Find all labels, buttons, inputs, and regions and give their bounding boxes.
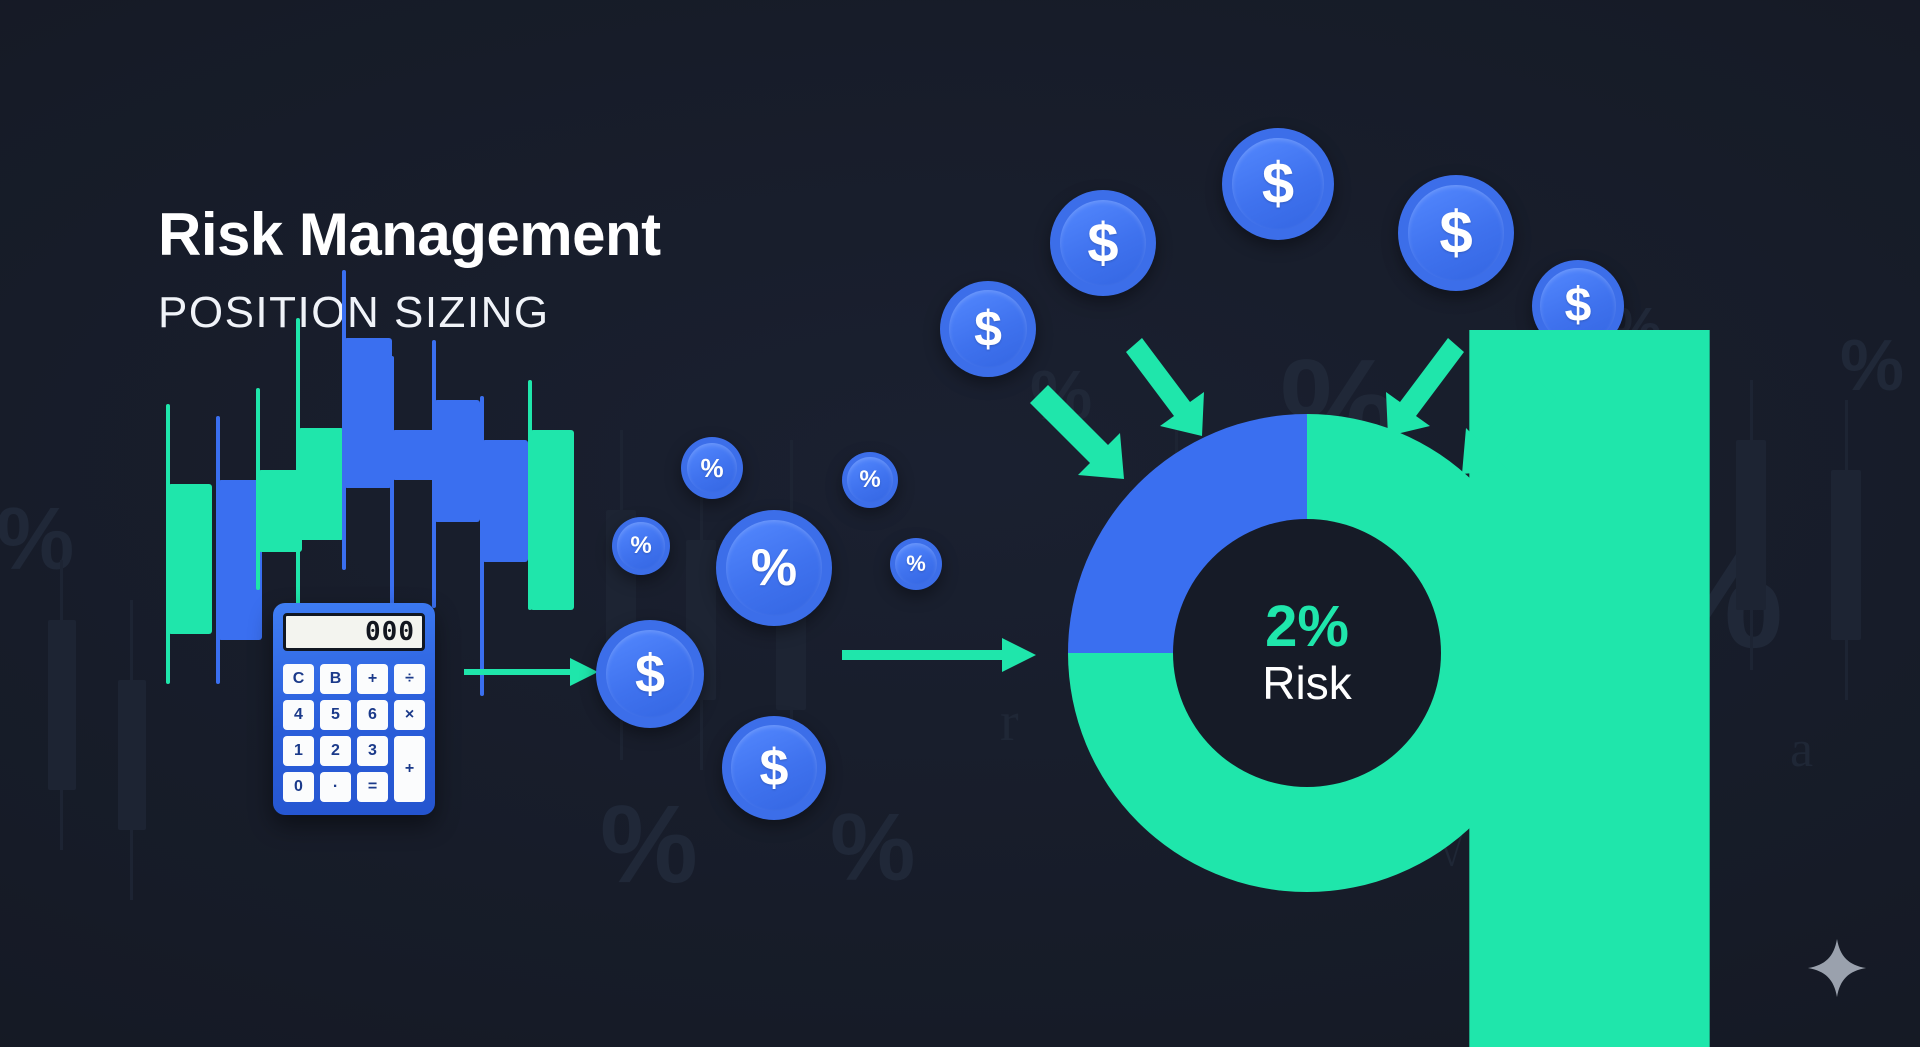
coin-dollar-3: $	[1222, 128, 1334, 240]
bubble-percent-upper-right: %	[842, 452, 898, 508]
dollar-glyph: $	[759, 739, 789, 797]
watermark-percent: %	[830, 794, 916, 901]
watermark-percent: %	[600, 783, 698, 906]
percent-glyph: %	[700, 453, 724, 483]
watermark-candle	[118, 680, 146, 830]
calculator-key-back[interactable]: B	[320, 664, 351, 694]
watermark-candle	[700, 470, 703, 770]
bubble-dollar-left: $	[596, 620, 704, 728]
coin-inner	[948, 289, 1028, 369]
page-subtitle: POSITION SIZING	[158, 288, 550, 337]
calculator-key-5[interactable]: 5	[320, 700, 351, 730]
watermark-formula: r	[1000, 691, 1019, 753]
percent-glyph: %	[859, 466, 881, 493]
coin-inner	[1408, 185, 1504, 281]
coin-drop-arrow-3	[1469, 330, 1710, 1047]
dollar-glyph: $	[1261, 151, 1295, 216]
calculator-key-1[interactable]: 1	[283, 736, 314, 766]
arrow-coins-to-donut	[842, 638, 1036, 672]
calculator-display-value: 000	[365, 617, 415, 647]
dollar-glyph: $	[1439, 199, 1473, 266]
calculator-key-4[interactable]: 4	[283, 700, 314, 730]
bubble-dollar-bottom: $	[722, 716, 826, 820]
calculator-key-plus-top[interactable]: +	[357, 664, 388, 694]
coin-dollar-2: $	[1050, 190, 1156, 296]
coin-inner	[731, 725, 817, 811]
sparkle-icon	[1807, 938, 1867, 998]
coin-drop-arrow-5	[1462, 380, 1556, 474]
donut-center-label: Risk	[1262, 657, 1352, 710]
coin-inner	[686, 442, 738, 494]
calculator-key-3[interactable]: 3	[357, 736, 388, 766]
coin-inner	[605, 629, 695, 719]
calculator-key-clear[interactable]: C	[283, 664, 314, 694]
bubble-percent-right: %	[890, 538, 942, 590]
calculator-key-2[interactable]: 2	[320, 736, 351, 766]
coin-drop-arrow-1	[1030, 385, 1124, 479]
calculator-key-multiply[interactable]: ×	[394, 700, 425, 730]
calculator-key-6[interactable]: 6	[357, 700, 388, 730]
calculator-keypad[interactable]: C B + ÷ 4 5 6 × 1 2 3 + 0 · =	[283, 664, 425, 802]
coin-drop-arrow-4	[1386, 338, 1464, 436]
bubble-percent-left: %	[612, 517, 670, 575]
dollar-glyph: $	[974, 301, 1002, 357]
dollar-glyph: $	[1087, 211, 1119, 274]
watermark-candle	[60, 560, 63, 850]
watermark-candle	[48, 620, 76, 790]
coin-inner	[617, 522, 665, 570]
calculator-key-plus[interactable]: +	[394, 736, 425, 802]
risk-donut-chart: 2% Risk	[1068, 414, 1546, 892]
coin-dollar-1: $	[940, 281, 1036, 377]
percent-glyph: %	[906, 551, 926, 576]
coin-inner	[726, 520, 822, 616]
bubble-percent-top: %	[681, 437, 743, 499]
calculator-display: 000	[283, 613, 425, 651]
donut-center-value: 2%	[1265, 594, 1349, 660]
coin-inner	[894, 542, 938, 586]
watermark-percent: %	[0, 489, 75, 588]
calculator[interactable]: 000 C B + ÷ 4 5 6 × 1 2 3 + 0 · =	[273, 603, 435, 815]
coin-inner	[847, 457, 893, 503]
percent-glyph: %	[750, 539, 798, 597]
percent-glyph: %	[630, 532, 652, 559]
coin-dollar-4: $	[1398, 175, 1514, 291]
dollar-glyph: $	[634, 644, 666, 704]
coin-inner	[1059, 199, 1147, 287]
calculator-key-decimal[interactable]: ·	[320, 772, 351, 802]
donut-center: 2% Risk	[1173, 519, 1441, 787]
arrow-calculator-to-coins	[464, 658, 598, 686]
calculator-key-divide[interactable]: ÷	[394, 664, 425, 694]
watermark-candle	[130, 600, 133, 900]
calculator-key-0[interactable]: 0	[283, 772, 314, 802]
dollar-glyph: $	[1564, 279, 1592, 332]
page-title: Risk Management	[158, 201, 661, 268]
bubble-percent-large: %	[716, 510, 832, 626]
calculator-key-equals[interactable]: =	[357, 772, 388, 802]
coin-drop-arrow-2	[1126, 338, 1204, 436]
coin-inner	[1232, 138, 1324, 230]
